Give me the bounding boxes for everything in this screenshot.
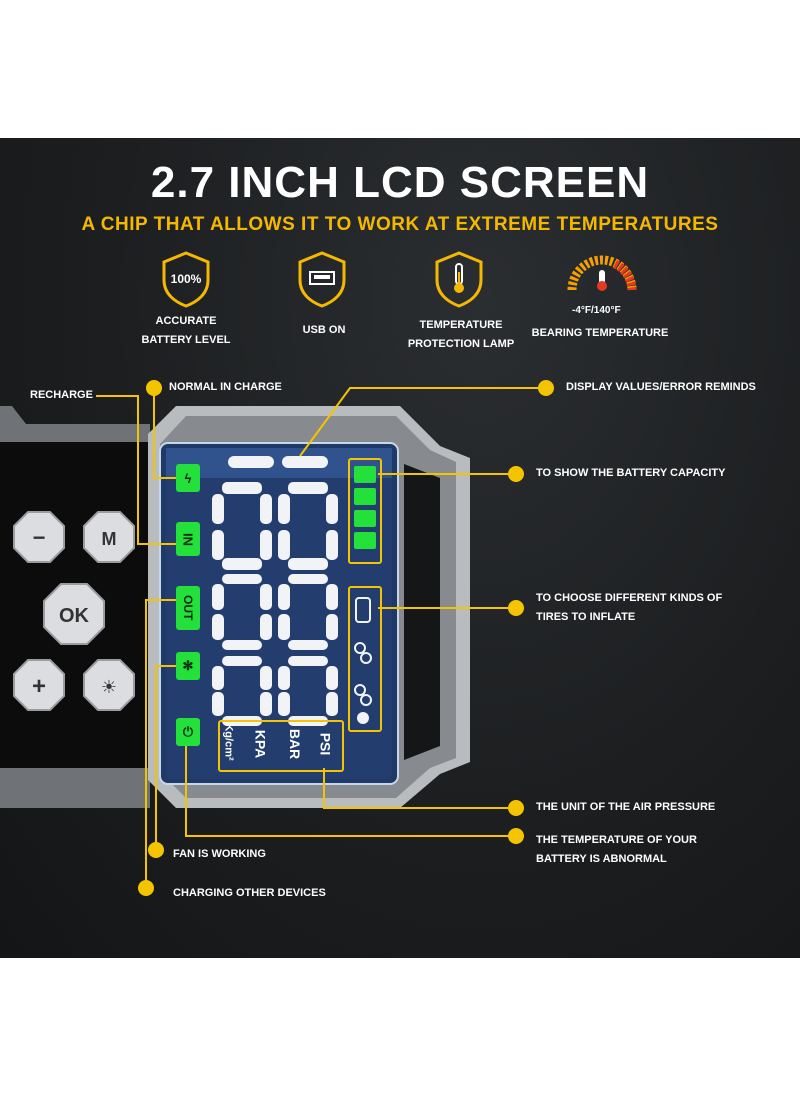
callout-dot xyxy=(508,800,524,816)
usb-icon xyxy=(298,251,346,308)
lcd-top-bar xyxy=(228,456,274,468)
callout-temperature-line: BATTERY IS ABNORMAL xyxy=(536,853,667,865)
minus-button-label: − xyxy=(33,525,46,550)
charging-device-indicator: ⏻ xyxy=(176,718,200,746)
callout-temperature: THE TEMPERATURE OF YOUR BATTERY IS ABNOR… xyxy=(536,831,697,869)
feature-label: PROTECTION LAMP xyxy=(407,338,515,350)
battery-percent-text: 100% xyxy=(171,272,202,286)
mode-button[interactable]: M xyxy=(82,510,136,564)
callout-dot xyxy=(148,842,164,858)
callout-dot xyxy=(508,828,524,844)
callout-normal-in-charge: NORMAL IN CHARGE xyxy=(169,381,282,393)
ball-icon xyxy=(357,712,369,724)
feature-temperature-lamp: TEMPERATURE PROTECTION LAMP xyxy=(396,316,526,354)
callout-dot xyxy=(508,600,524,616)
feature-label: TEMPERATURE xyxy=(419,319,503,331)
in-indicator-label: IN xyxy=(180,532,196,546)
callout-charging-other: CHARGING OTHER DEVICES xyxy=(173,887,326,899)
page-subtitle: A CHIP THAT ALLOWS IT TO WORK AT EXTREME… xyxy=(81,214,719,235)
fan-icon: ✻ xyxy=(182,658,194,673)
gauge-range-text: -4°F/140°F xyxy=(572,305,621,316)
callout-tires: TO CHOOSE DIFFERENT KINDS OF TIRES TO IN… xyxy=(536,589,722,627)
car-icon xyxy=(355,597,371,623)
callout-air-pressure: THE UNIT OF THE AIR PRESSURE xyxy=(536,801,716,813)
callout-temperature-line: THE TEMPERATURE OF YOUR xyxy=(536,834,697,846)
feature-label: BEARING TEMPERATURE xyxy=(531,327,669,339)
lcd-top-bar xyxy=(282,456,328,468)
callout-tires-line: TO CHOOSE DIFFERENT KINDS OF xyxy=(536,592,723,604)
callout-display-values: DISPLAY VALUES/ERROR REMINDS xyxy=(566,381,756,393)
tire-type-box xyxy=(348,586,382,732)
feature-label: BATTERY LEVEL xyxy=(141,334,231,346)
callout-battery-capacity: TO SHOW THE BATTERY CAPACITY xyxy=(536,467,726,479)
temperature-gauge-icon xyxy=(567,255,637,291)
motorcycle-icon xyxy=(354,642,366,654)
thermometer-icon xyxy=(435,251,483,308)
feature-label: USB ON xyxy=(302,324,346,336)
lightning-icon: ϟ xyxy=(184,470,192,486)
callout-dot xyxy=(138,880,154,896)
callout-fan: FAN IS WORKING xyxy=(173,848,266,860)
in-indicator: IN xyxy=(176,522,200,556)
battery-segment xyxy=(354,510,376,527)
battery-segment xyxy=(354,488,376,505)
battery-level-icon: 100% xyxy=(162,251,210,308)
ok-button[interactable]: OK xyxy=(42,582,106,646)
minus-button[interactable]: − xyxy=(12,510,66,564)
feature-bearing-temperature: BEARING TEMPERATURE xyxy=(524,324,676,343)
callout-lines xyxy=(96,387,546,888)
mode-button-label: M xyxy=(102,529,117,549)
feature-accurate-battery: ACCURATE BATTERY LEVEL xyxy=(120,312,252,350)
battery-capacity-box xyxy=(348,458,382,564)
out-indicator: OUT xyxy=(176,586,200,630)
light-button[interactable]: ☀ xyxy=(82,658,136,712)
recharge-indicator: ϟ xyxy=(176,464,200,492)
plus-button[interactable]: + xyxy=(12,658,66,712)
battery-segment xyxy=(354,532,376,549)
callout-dot xyxy=(538,380,554,396)
battery-segment xyxy=(354,466,376,483)
bicycle-icon xyxy=(354,684,366,696)
feature-label: ACCURATE xyxy=(155,315,217,327)
product-panel: 2.7 INCH LCD SCREEN A CHIP THAT ALLOWS I… xyxy=(0,138,800,958)
plus-button-label: + xyxy=(32,673,46,700)
page-title: 2.7 INCH LCD SCREEN xyxy=(150,158,650,207)
light-button-label: ☀ xyxy=(101,677,117,698)
pressure-unit-box xyxy=(218,720,344,772)
ok-button-label: OK xyxy=(59,605,90,627)
plug-icon: ⏻ xyxy=(182,724,194,739)
callout-recharge: RECHARGE xyxy=(30,389,93,401)
feature-usb-on: USB ON xyxy=(262,321,386,340)
callout-dot xyxy=(146,380,162,396)
tire-type-icons xyxy=(354,597,372,724)
callout-tires-line: TIRES TO INFLATE xyxy=(536,611,636,623)
out-indicator-label: OUT xyxy=(181,595,195,621)
fan-indicator: ✻ xyxy=(176,652,200,680)
callout-dot xyxy=(508,466,524,482)
